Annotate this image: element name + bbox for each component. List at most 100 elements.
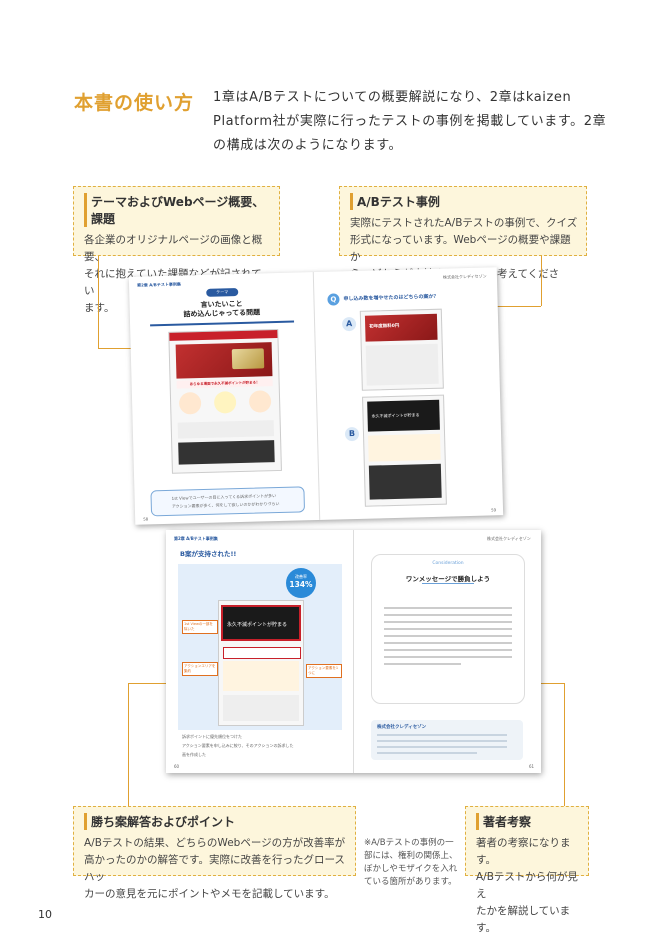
variant-b-label: B (344, 426, 360, 442)
winner-screenshot: 永久不滅ポイントが貯まる (218, 600, 304, 726)
consideration-panel: Consideration ワンメッセージで勝負しよう (371, 554, 525, 704)
content-block (368, 463, 442, 500)
consideration-body (384, 607, 512, 687)
content-block (365, 343, 439, 386)
chapter-tag: 第2章 A/Bテスト事例集 (174, 536, 218, 541)
point-label: あらゆる場面で永久不滅ポイントが貯まる！ (176, 378, 273, 389)
answer-panel: 改善率 134% 永久不滅ポイントが貯まる 1st Viewの一部を除いた アク… (178, 564, 342, 730)
point-item: 画を作成した (182, 752, 206, 757)
icon-circle (248, 390, 272, 413)
book-spread-1: 第2章 A/Bテスト事例集 テーマ 言いたいこと 詰め込んじゃってる問題 あらゆ… (128, 267, 504, 525)
box-body: A/Bテストの結果、どちらのWebページの方が改善率が 高かったのかの解答です。… (84, 835, 347, 903)
box-line: A/Bテストの結果、どちらのWebページの方が改善率が (84, 837, 346, 849)
consideration-label: Consideration (432, 561, 464, 566)
spread2-right-page: 株式会社クレディセゾン Consideration ワンメッセージで勝負しよう … (353, 530, 541, 773)
intro-text: 1章はA/Bテストについての概要解説になり、2章はkaizen Platform… (213, 86, 608, 158)
divider (422, 583, 474, 584)
rate-badge: 改善率 134% (286, 568, 316, 598)
issue-item: アクション要素が多く、何をして欲しいのかがわかりづらい (171, 500, 280, 509)
action-area (223, 647, 301, 659)
page-number-small: 59 (490, 507, 497, 513)
issue-box: 1st Viewでユーザーの目に入ってくる訴求ポイントが多い アクション要素が多… (150, 486, 306, 517)
variant-a-label: A (341, 316, 357, 332)
hero-banner (175, 342, 273, 379)
variant-a-screenshot: 初年度無料0円 (359, 308, 444, 391)
connector-line (128, 683, 190, 684)
memo-callout: 1st Viewの一部を除いた (182, 620, 218, 634)
box-author: 著者考察 著者の考察になります。 A/Bテストから何が見え たかを解説しています… (465, 806, 589, 934)
hero-banner: 永久不滅ポイントが貯まる (367, 399, 440, 432)
box-line: 高かったのかの解答です。実際に改善を行ったグロースハッ (84, 854, 345, 883)
rate-value: 134% (289, 580, 313, 589)
box-body: 各企業のオリジナルページの画像と概要、 それに抱えていた課題などが記されてい ま… (84, 232, 271, 317)
question-text: 申し込み数を増やせたのはどちらの案か？ (343, 293, 439, 303)
box-line: たかを解説しています。 (476, 905, 571, 934)
company-info-title: 株式会社クレディセゾン (377, 725, 427, 730)
consideration-title: ワンメッセージで勝負しよう (405, 575, 491, 583)
point-item: アクション要素を申し込みに絞り、そのアクションの訴求した (182, 743, 294, 748)
box-theme: テーマおよびWebページ概要、課題 各企業のオリジナルページの画像と概要、 それ… (73, 186, 280, 314)
company-name: 株式会社クレディセゾン (487, 536, 531, 541)
spread1-right-page: 株式会社クレディセゾン Q 申し込み数を増やせたのはどちらの案か？ A 初年度無… (313, 267, 503, 520)
note-line: ている箇所があります。 (364, 877, 457, 887)
winner-label: B案が支持された!! (180, 550, 237, 558)
connector-line (541, 256, 542, 306)
intro-line: Platform社が実際に行ったテストの事例を掲載しています。2章 (213, 114, 607, 129)
hero-text: 初年度無料0円 (369, 323, 400, 330)
hero-banner: 永久不滅ポイントが貯まる (221, 605, 301, 641)
box-line: 形式になっています。Webページの概要や課題か (350, 234, 571, 263)
question-badge: Q (327, 293, 340, 306)
box-heading: A/Bテスト事例 (350, 193, 578, 210)
company-name: 株式会社クレディセゾン (442, 273, 487, 280)
connector-line (564, 683, 565, 806)
memo-callout: アクション要素を1つに (306, 664, 342, 678)
page-number-small: 61 (529, 764, 535, 769)
content-block (178, 440, 275, 465)
company-info-box: 株式会社クレディセゾン (371, 720, 523, 760)
memo-callout: アクションエリアを集約 (182, 662, 218, 676)
box-line: A/Bテストから何が見え (476, 871, 578, 900)
content-block (368, 433, 441, 462)
variant-b-screenshot: 永久不滅ポイントが貯まる (362, 394, 447, 507)
note-line: ※A/Bテストの事例の一 (364, 838, 454, 848)
card-image (231, 348, 265, 370)
box-line: 著者の考察になります。 (476, 837, 571, 866)
box-body: 著者の考察になります。 A/Bテストから何が見え たかを解説しています。 (476, 835, 580, 937)
intro-line: の構成は次のようになります。 (213, 138, 403, 153)
box-line: カーの意見を元にポイントやメモを記載しています。 (84, 888, 335, 900)
intro-line: 1章はA/Bテストについての概要解説になり、2章はkaizen (213, 90, 572, 105)
page-number: 10 (38, 908, 52, 921)
hero-text: 永久不滅ポイントが貯まる (371, 412, 420, 419)
point-list: 訴求ポイントに優先順位をつけた アクション要素を申し込みに絞り、そのアクションの… (182, 734, 346, 758)
box-heading: 著者考察 (476, 813, 580, 830)
connector-line (98, 256, 99, 348)
connector-line (128, 683, 129, 806)
page-number-small: 60 (174, 764, 180, 769)
divider (150, 320, 295, 327)
spread2-left-page: 第2章 A/Bテスト事例集 B案が支持された!! 改善率 134% 永久不滅ポイ… (166, 530, 354, 773)
point-item: 訴求ポイントに優先順位をつけた (182, 734, 242, 739)
hero-banner: 初年度無料0円 (364, 313, 438, 342)
icon-circle (178, 392, 202, 415)
connector-line (480, 306, 541, 307)
webpage-screenshot: あらゆる場面で永久不滅ポイントが貯まる！ (168, 328, 282, 474)
note-line: ぼかしやモザイクを入れ (364, 864, 458, 874)
spread1-left-page: 第2章 A/Bテスト事例集 テーマ 言いたいこと 詰め込んじゃってる問題 あらゆ… (128, 272, 321, 525)
content-block (177, 420, 275, 439)
note-line: 部には、権利の関係上、 (364, 851, 458, 861)
page-title: 本書の使い方 (74, 92, 195, 114)
box-case: A/Bテスト事例 実際にテストされたA/Bテストの事例で、クイズ 形式になってい… (339, 186, 587, 297)
connector-line (538, 683, 564, 684)
box-line: 各企業のオリジナルページの画像と概要、 (84, 234, 263, 263)
book-spread-2: 第2章 A/Bテスト事例集 B案が支持された!! 改善率 134% 永久不滅ポイ… (166, 530, 541, 773)
screenshot-header (169, 329, 278, 341)
content-block (223, 695, 299, 721)
content-block (223, 661, 299, 691)
box-line: ます。 (84, 302, 115, 314)
theme-label: テーマ (206, 288, 239, 297)
chapter-tag: 第2章 A/Bテスト事例集 (136, 281, 181, 288)
note-text: ※A/Bテストの事例の一 部には、権利の関係上、 ぼかしやモザイクを入れ ている… (364, 837, 460, 889)
box-line: 実際にテストされたA/Bテストの事例で、クイズ (350, 217, 578, 229)
theme-title: 言いたいこと 詰め込んじゃってる問題 (149, 299, 293, 321)
hero-text: 永久不滅ポイントが貯まる (227, 622, 288, 628)
